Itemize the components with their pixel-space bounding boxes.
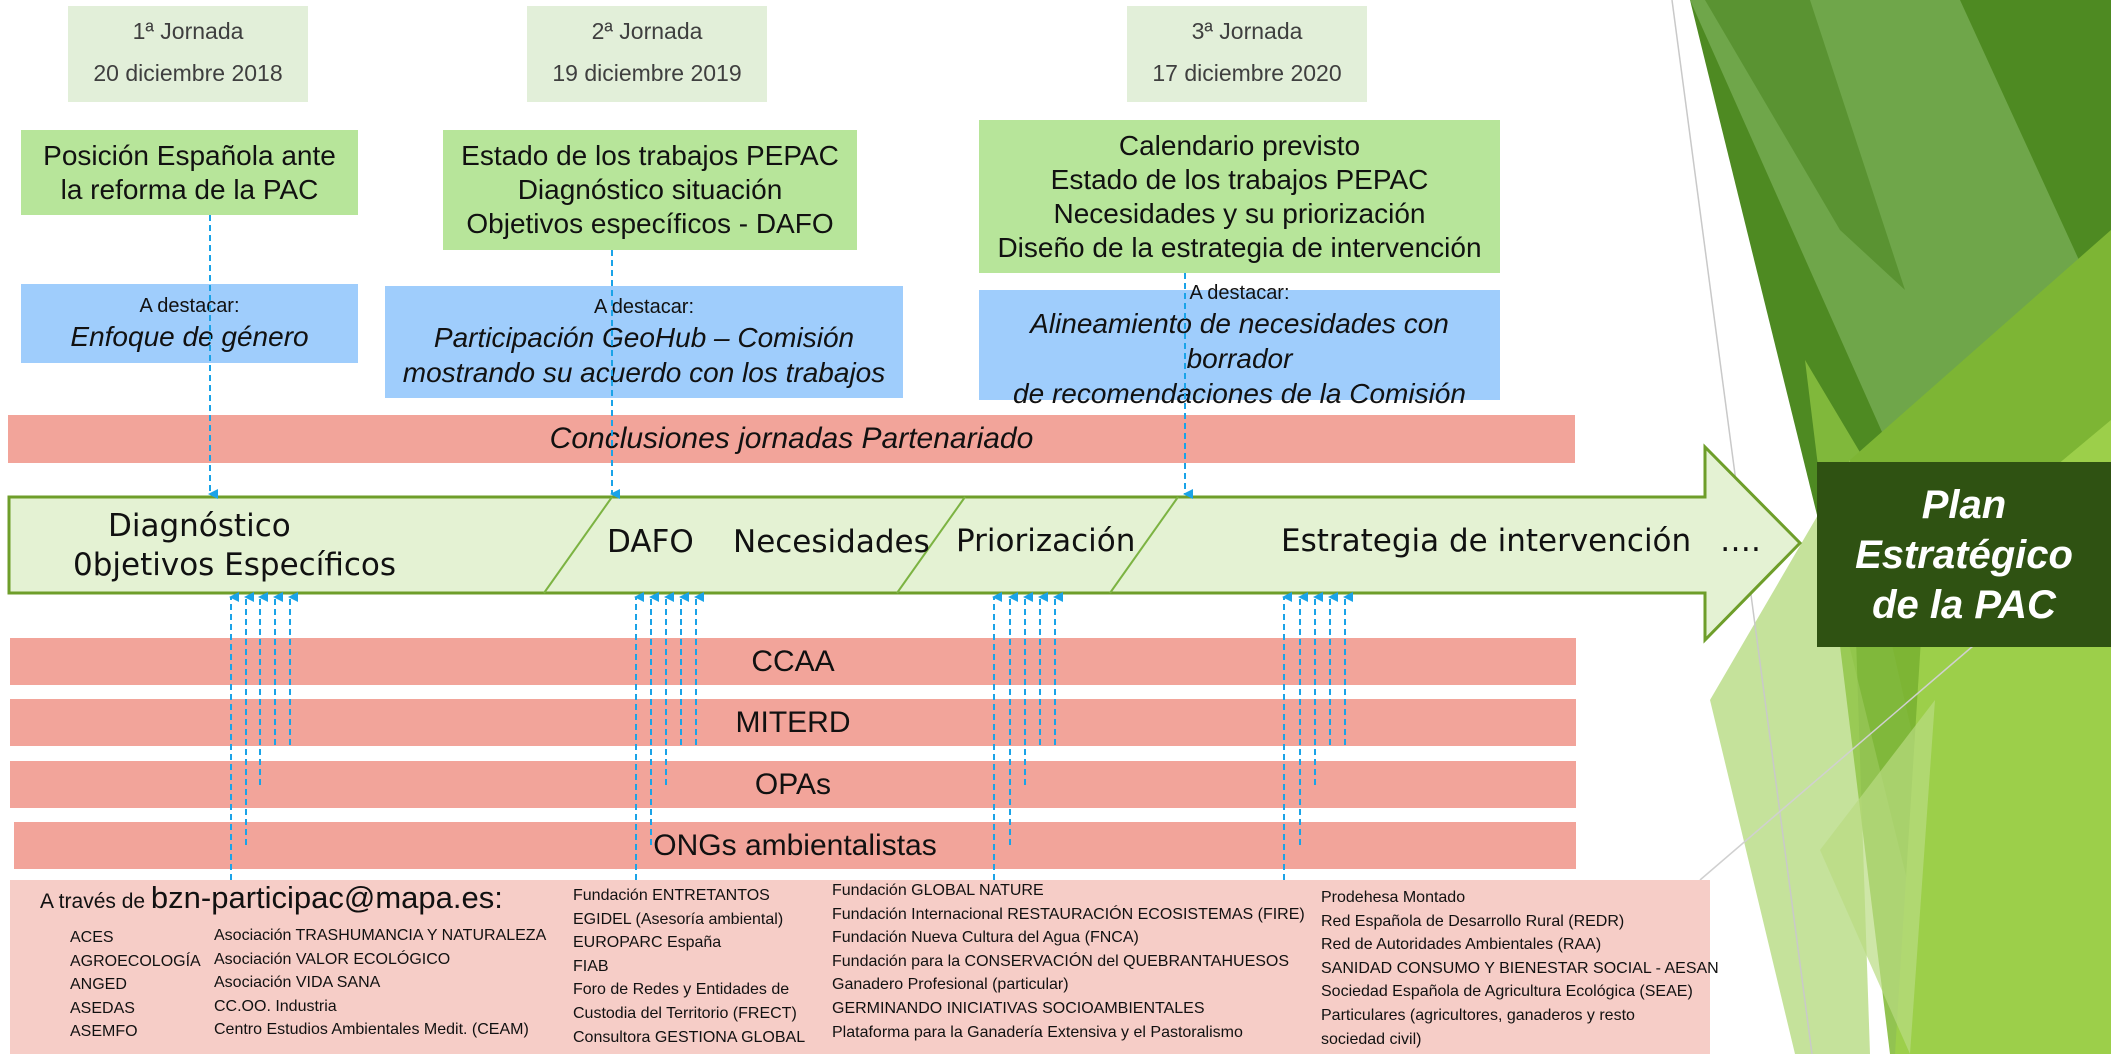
org-column-1: ACES AGROECOLOGÍA ANGED ASEDAS ASEMFO <box>70 926 201 1044</box>
highlight-text: Alineamiento de necesidades con borrador <box>1030 307 1449 374</box>
org-item: Ganadero Profesional (particular) <box>832 976 1069 994</box>
stakeholder-label: OPAs <box>754 768 832 801</box>
highlight-text: de recomendaciones de la Comisión <box>1013 377 1466 409</box>
stakeholder-label: CCAA <box>751 645 835 678</box>
topic-line: Diagnóstico situación <box>517 174 783 205</box>
highlight-text: Enfoque de género <box>70 321 309 352</box>
org-column-2: Asociación TRASHUMANCIA Y NATURALEZA Aso… <box>214 924 546 1042</box>
highlight-text: Participación GeoHub – Comisión <box>433 322 855 353</box>
org-item: Foro de Redes y Entidades de <box>573 981 790 999</box>
highlight-label: A destacar: <box>1189 281 1290 304</box>
org-item: ASEDAS <box>70 999 135 1017</box>
org-item: Red Española de Desarrollo Rural (REDR) <box>1321 912 1625 930</box>
org-column-4: Fundación GLOBAL NATURE Fundación Intern… <box>832 879 1305 1044</box>
stakeholder-label: MITERD <box>735 706 851 739</box>
org-item: Asociación TRASHUMANCIA Y NATURALEZA <box>214 927 547 944</box>
org-item: FIAB <box>573 957 609 975</box>
phase-ellipsis: …. <box>1720 523 1761 559</box>
jornada-1-date: 20 diciembre 2018 <box>93 60 283 86</box>
org-item: AGROECOLOGÍA <box>70 952 201 970</box>
jornada-2-date: 19 diciembre 2019 <box>552 60 742 86</box>
jornada-1-topics: Posición Española ante la reforma de la … <box>21 130 358 215</box>
org-item: ANGED <box>70 976 127 994</box>
org-item: Fundación Internacional RESTAURACIÓN ECO… <box>832 905 1305 923</box>
org-item: EGIDEL (Asesoría ambiental) <box>573 910 784 928</box>
jornada-1-header: 1ª Jornada 20 diciembre 2018 <box>68 6 308 102</box>
org-item: Asociación VIDA SANA <box>214 974 381 992</box>
org-item: Fundación para la CONSERVACIÓN del QUEBR… <box>832 952 1290 970</box>
topic-line: Objetivos específicos - DAFO <box>466 208 834 239</box>
highlight-text: mostrando su acuerdo con los trabajos <box>402 357 886 388</box>
jornada-3-topics: Calendario previsto Estado de los trabaj… <box>979 120 1500 273</box>
stakeholder-label: ONGs ambientalistas <box>653 829 937 862</box>
org-item: CC.OO. Industria <box>214 997 337 1015</box>
conclusions-band: Conclusiones jornadas Partenariado <box>8 415 1575 463</box>
phase-estrategia: Estrategia de intervención <box>1281 523 1692 559</box>
highlight-label: A destacar: <box>593 296 695 318</box>
plan-line: Plan <box>1921 482 2007 527</box>
org-item: ACES <box>70 929 114 946</box>
stakeholder-band-ongs: ONGs ambientalistas <box>14 822 1576 869</box>
jornada-1-highlight: A destacar: Enfoque de género <box>21 284 358 363</box>
plan-line: de la PAC <box>1872 582 2056 627</box>
org-column-3: Fundación ENTRETANTOS EGIDEL (Asesoría a… <box>573 884 805 1049</box>
org-item: Fundación Nueva Cultura del Agua (FNCA) <box>832 929 1139 947</box>
org-item: Prodehesa Montado <box>1321 889 1466 906</box>
org-item: Centro Estudios Ambientales Medit. (CEAM… <box>214 1021 529 1039</box>
phase-priorizacion: Priorización <box>956 523 1136 559</box>
topic-line: Calendario previsto <box>1118 129 1361 161</box>
jornada-3-title: 3ª Jornada <box>1191 18 1303 44</box>
stakeholder-band-miterd: MITERD <box>10 699 1576 746</box>
participants-panel <box>10 880 1710 1054</box>
org-item: Asociación VALOR ECOLÓGICO <box>214 950 451 968</box>
org-item: sociedad civil) <box>1321 1030 1422 1048</box>
stakeholder-band-ccaa: CCAA <box>10 638 1576 685</box>
topic-line: Estado de los trabajos PEPAC <box>461 140 839 171</box>
topic-line: Posición Española ante <box>43 139 336 171</box>
conclusions-band-label: Conclusiones jornadas Partenariado <box>549 422 1034 455</box>
jornada-2-highlight: A destacar: Participación GeoHub – Comis… <box>385 286 903 398</box>
stakeholder-band-opas: OPAs <box>10 761 1576 808</box>
org-item: Sociedad Española de Agricultura Ecológi… <box>1321 983 1693 1001</box>
plan-estrategico-box: Plan Estratégico de la PAC <box>1817 462 2111 647</box>
org-item: ASEMFO <box>70 1023 138 1041</box>
phase-objetivos: 0bjetivos Específicos <box>73 547 397 583</box>
org-item: Fundación ENTRETANTOS <box>573 887 770 904</box>
org-item: GERMINANDO INICIATIVAS SOCIOAMBIENTALES <box>832 999 1205 1017</box>
org-item: Particulares (agricultores, ganaderos y … <box>1321 1006 1635 1024</box>
org-item: Red de Autoridades Ambientales (RAA) <box>1321 936 1602 954</box>
org-item: EUROPARC España <box>573 934 722 952</box>
jornada-3-highlight: A destacar: Alineamiento de necesidades … <box>979 282 1500 409</box>
org-column-5: Prodehesa Montado Red Española de Desarr… <box>1321 886 1719 1051</box>
org-item: Consultora GESTIONA GLOBAL <box>573 1028 806 1046</box>
topic-line: Diseño de la estrategia de intervención <box>997 231 1482 263</box>
phase-diagnostico: Diagnóstico <box>108 508 291 544</box>
jornada-2-title: 2ª Jornada <box>591 18 703 44</box>
org-item: SANIDAD CONSUMO Y BIENESTAR SOCIAL - AES… <box>1321 959 1719 977</box>
phase-dafo: DAFO <box>607 524 694 560</box>
topic-line: Necesidades y su priorización <box>1053 197 1426 229</box>
jornada-1-title: 1ª Jornada <box>132 18 244 44</box>
plan-line: Estratégico <box>1855 532 2073 577</box>
highlight-label: A destacar: <box>139 295 240 317</box>
jornada-3-date: 17 diciembre 2020 <box>1152 60 1342 86</box>
jornada-2-header: 2ª Jornada 19 diciembre 2019 <box>527 6 767 102</box>
contact-prefix: A través de <box>40 890 151 913</box>
topic-line: Estado de los trabajos PEPAC <box>1050 163 1429 195</box>
contact-email[interactable]: bzn-participac@mapa.es: <box>150 880 503 915</box>
org-item: Custodia del Territorio (FRECT) <box>573 1004 797 1022</box>
phase-necesidades: Necesidades <box>733 524 930 560</box>
jornada-2-topics: Estado de los trabajos PEPAC Diagnóstico… <box>443 130 857 250</box>
org-item: Plataforma para la Ganadería Extensiva y… <box>832 1023 1243 1041</box>
jornada-3-header: 3ª Jornada 17 diciembre 2020 <box>1127 6 1367 102</box>
org-item: Fundación GLOBAL NATURE <box>832 882 1044 899</box>
topic-line: la reforma de la PAC <box>60 173 319 205</box>
contact-line: A través de bzn-participac@mapa.es: <box>40 880 503 916</box>
